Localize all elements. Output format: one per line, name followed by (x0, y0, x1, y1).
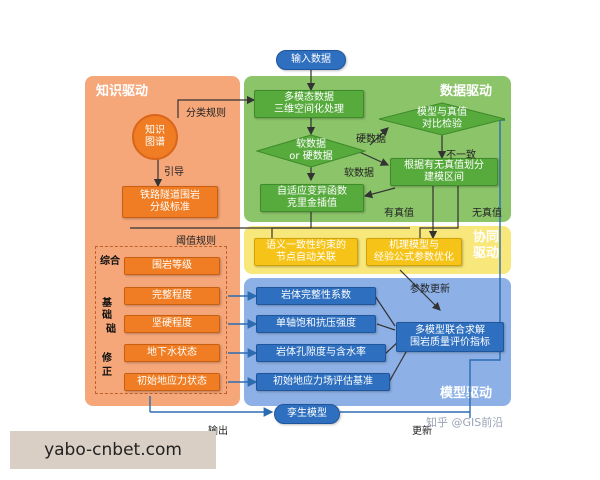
revision-group (95, 246, 227, 394)
integrity-box: 完整程度 (124, 287, 220, 305)
compressive-strength-box: 单轴饱和抗压强度 (256, 315, 376, 333)
label-update: 更新 (412, 426, 432, 437)
param-optimize-box: 机理模型与 经验公式参数优化 (366, 238, 462, 266)
compare-decision (378, 102, 506, 136)
rock-grade-box: 围岩等级 (124, 257, 220, 275)
label-hard: 硬数据 (356, 134, 386, 145)
input-data-box: 输入数据 (276, 50, 346, 70)
label-no-truth: 无真值 (472, 208, 502, 219)
model-panel-title: 模型驱动 (440, 386, 493, 401)
groundwater-box: 地下水状态 (124, 344, 220, 362)
kriging-box: 自适应变异函数 克里金插值 (260, 184, 364, 212)
soft-hard-decision (256, 134, 366, 168)
interval-box: 根据有无真值划分 建模区间 (390, 158, 498, 186)
side-label-base: 础 (106, 324, 116, 335)
integrity-coef-box: 岩体完整性系数 (256, 287, 376, 305)
compare-text: 模型与真值 对比检验 (417, 107, 467, 130)
joint-solve-box: 多模型联合求解 围岩质量评价指标 (396, 322, 504, 352)
label-classify: 分类规则 (186, 108, 226, 119)
label-guide: 引导 (164, 167, 184, 178)
standard-text: 铁路隧道围岩 分级标准 (140, 190, 200, 213)
porosity-box: 岩体孔隙度与含水率 (256, 344, 386, 362)
collab-title-text: 协同 驱动 (472, 230, 499, 261)
knowledge-panel-title: 知识驱动 (96, 84, 149, 99)
knowledge-graph-label: 知识 图谱 (145, 125, 165, 148)
semantic-link-text: 语义一致性约束的 节点自动关联 (266, 240, 346, 263)
soft-hard-text: 软数据 or 硬数据 (289, 139, 333, 162)
standard-box: 铁路隧道围岩 分级标准 (122, 186, 218, 218)
multimodal-process-box: 多模态数据 三维空间化处理 (254, 90, 364, 118)
multimodal-process-text: 多模态数据 三维空间化处理 (274, 92, 344, 115)
data-panel-title: 数据驱动 (440, 84, 493, 99)
stress-field-box: 初始地应力场评估基准 (256, 373, 390, 391)
site-text: yabo-cnbet.com (44, 440, 182, 460)
side-label-comprehensive: 综合 (100, 256, 120, 267)
hardness-box: 坚硬程度 (124, 315, 220, 333)
label-inconsistent: 不一致 (446, 150, 476, 161)
label-output: 输出 (208, 426, 228, 437)
compare-decision-label: 模型与真值 对比检验 (378, 104, 506, 134)
label-param-update: 参数更新 (410, 284, 450, 295)
soft-hard-decision-label: 软数据 or 硬数据 (256, 136, 366, 166)
label-threshold: 阈值规则 (176, 236, 216, 247)
twin-model-box: 孪生模型 (274, 404, 340, 424)
param-optimize-text: 机理模型与 经验公式参数优化 (374, 240, 454, 263)
label-soft: 软数据 (344, 168, 374, 179)
kriging-text: 自适应变异函数 克里金插值 (277, 186, 347, 209)
label-has-truth: 有真值 (384, 208, 414, 219)
interval-text: 根据有无真值划分 建模区间 (404, 160, 484, 183)
semantic-link-box: 语义一致性约束的 节点自动关联 (254, 238, 358, 266)
knowledge-graph-circle: 知识 图谱 (132, 114, 178, 160)
site-banner: yabo-cnbet.com (10, 431, 216, 469)
joint-solve-text: 多模型联合求解 围岩质量评价指标 (410, 325, 490, 348)
initial-stress-box: 初始地应力状态 (124, 373, 220, 391)
side-label-revise: 修正 (102, 353, 112, 378)
side-label-basic: 基础 (102, 298, 112, 321)
watermark: 知乎 @GIS前沿 (426, 416, 504, 429)
collab-panel-title: 协同 驱动 (468, 230, 504, 262)
